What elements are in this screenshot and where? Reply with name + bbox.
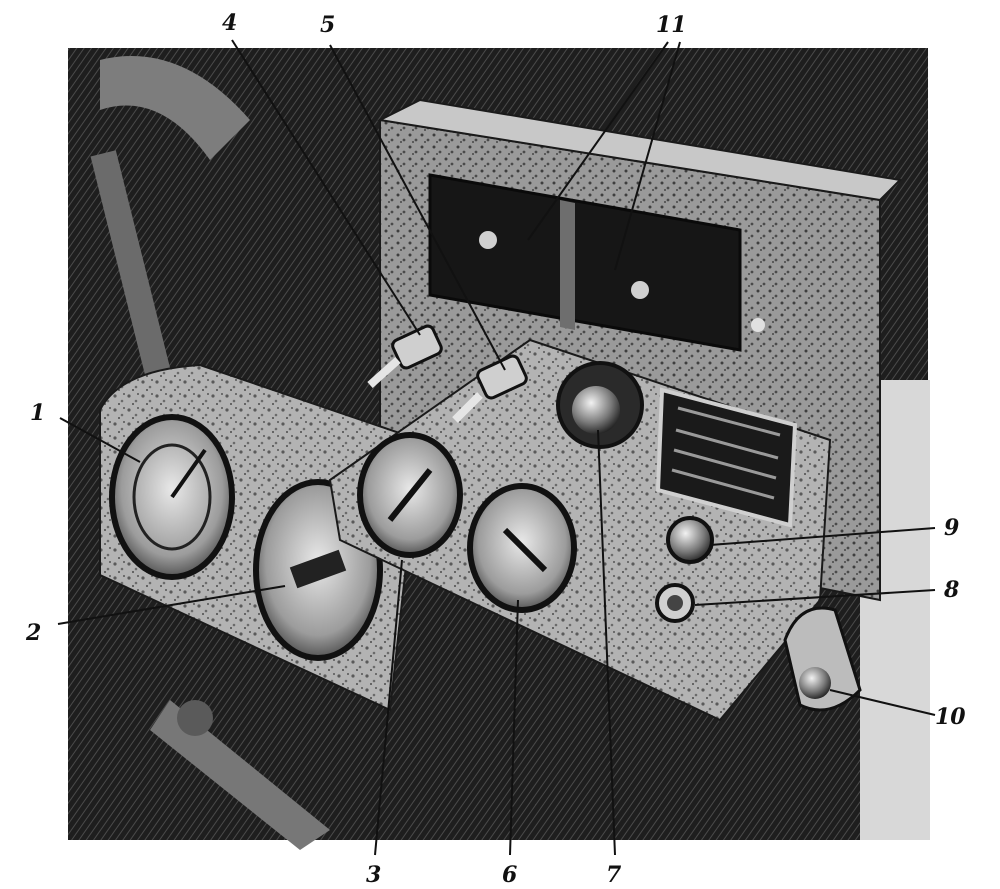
leader-11b — [614, 41, 681, 271]
callout-10: 10 — [935, 704, 966, 730]
lever-rod — [150, 700, 330, 850]
leader-5 — [329, 44, 506, 371]
push-button-upper — [666, 516, 714, 564]
nameplate — [655, 387, 798, 528]
nameplate-engraving — [671, 406, 781, 500]
leader-2 — [57, 585, 286, 625]
steering-wheel-rim — [100, 56, 250, 160]
callout-6: 6 — [502, 862, 517, 888]
ignition-switch-knob — [572, 386, 620, 434]
push-button-lower-center — [667, 595, 683, 611]
toggle-switch-left — [391, 324, 443, 370]
fuse-window-divider — [560, 200, 575, 330]
leader-lines — [57, 39, 936, 856]
leader-10 — [829, 689, 936, 716]
leader-3 — [374, 559, 403, 856]
toggle-switch-right — [476, 354, 528, 400]
callout-4: 4 — [222, 10, 237, 36]
leader-8 — [694, 589, 936, 606]
toggle-lever-right — [452, 392, 483, 423]
fuse-knob-left — [479, 231, 497, 249]
pressure-needle — [502, 527, 548, 573]
speedometer-needle — [170, 448, 207, 499]
lever-knob — [177, 700, 213, 736]
callout-5: 5 — [320, 12, 335, 38]
plug-socket-cap — [799, 667, 831, 699]
callout-8: 8 — [943, 577, 959, 603]
box-screw — [751, 318, 765, 332]
callout-11: 11 — [656, 12, 687, 38]
leader-7 — [597, 429, 616, 856]
steering-column — [90, 150, 172, 380]
callout-2: 2 — [25, 620, 41, 646]
leader-11a — [527, 41, 669, 241]
callout-3: 3 — [366, 862, 381, 888]
callout-7: 7 — [606, 862, 622, 888]
speedometer-inner-ring — [132, 443, 212, 551]
leader-1 — [59, 417, 141, 463]
odometer-counter — [289, 549, 347, 589]
leader-9 — [709, 527, 936, 546]
leader-4 — [231, 39, 421, 336]
callout-1: 1 — [30, 400, 45, 426]
leader-6 — [509, 599, 519, 856]
callout-9: 9 — [944, 515, 959, 541]
upper-box-top — [376, 98, 903, 202]
fuse-knob-right — [631, 281, 649, 299]
toggle-lever-left — [367, 357, 401, 388]
fuse-window — [428, 173, 742, 352]
ammeter-needle — [387, 468, 433, 522]
